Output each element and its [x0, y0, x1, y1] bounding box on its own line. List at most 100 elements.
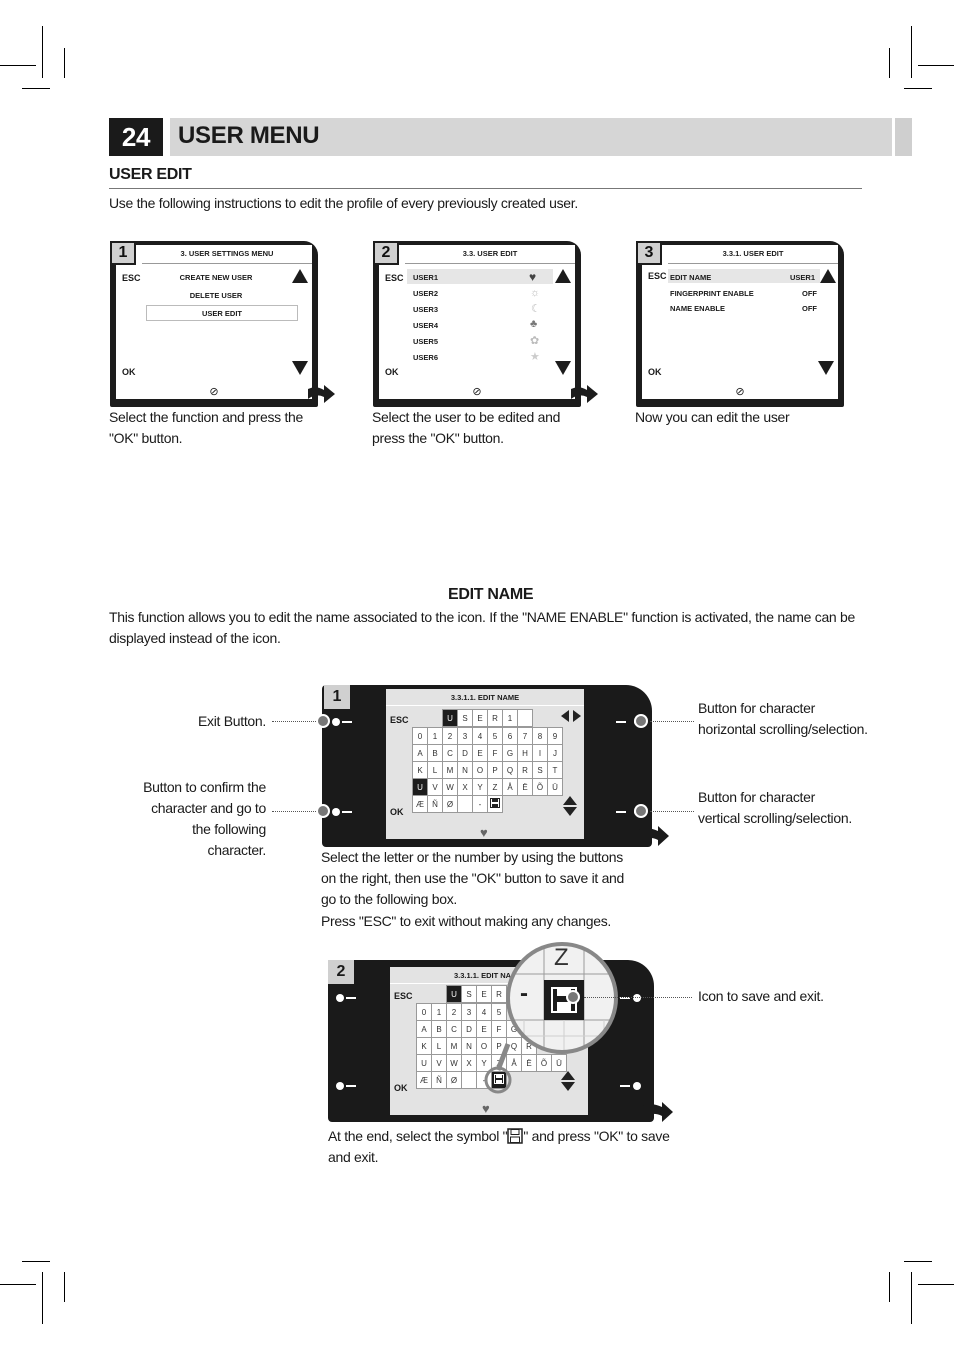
edit-name-heading: EDIT NAME	[448, 586, 534, 603]
logo-icon: ⊘	[712, 385, 768, 399]
key: Ñ	[427, 795, 443, 813]
step-badge: 2	[373, 241, 399, 265]
key: Ë	[521, 1054, 537, 1072]
key: 3	[457, 727, 473, 745]
menu-item-create-user: CREATE NEW USER	[179, 273, 253, 282]
name-field: U S E R 1	[442, 709, 533, 727]
key: 0	[412, 727, 428, 745]
key: J	[547, 744, 563, 762]
divider	[390, 983, 588, 984]
selection-highlight	[146, 305, 298, 321]
esc-label: ESC	[385, 273, 404, 283]
dash	[346, 1085, 356, 1087]
ok-label: OK	[648, 367, 662, 377]
screen-title: 3.3. USER EDIT	[462, 249, 518, 258]
key: T	[547, 761, 563, 779]
key: Æ	[412, 795, 428, 813]
setting-label: EDIT NAME	[670, 273, 712, 282]
crop-mark	[889, 1272, 890, 1302]
esc-label: ESC	[122, 273, 141, 283]
key: 9	[547, 727, 563, 745]
edit-name-intro: This function allows you to edit the nam…	[109, 609, 855, 646]
edit-name-caption-3: At the end, select the symbol "" and pre…	[328, 1126, 673, 1168]
divider	[668, 263, 838, 264]
selection-highlight	[407, 269, 553, 284]
key: H	[517, 744, 533, 762]
key: D	[461, 1020, 477, 1038]
key: L	[431, 1037, 447, 1055]
key: C	[446, 1020, 462, 1038]
esc-label: ESC	[390, 715, 409, 725]
screen-title: 3. USER SETTINGS MENU	[180, 249, 274, 258]
edit-name-caption-1: Select the letter or the number by using…	[321, 849, 625, 907]
callout-dot	[634, 714, 648, 728]
screen-panel: 3.3.1. USER EDIT ESC OK EDIT NAME USER1 …	[642, 245, 838, 399]
name-char	[517, 709, 533, 727]
esc-label: ESC	[394, 991, 413, 1001]
dash	[616, 721, 626, 723]
user-item: USER4	[413, 321, 439, 330]
key: Ø	[446, 1071, 462, 1089]
key: 4	[476, 1003, 492, 1021]
key: 5	[491, 1003, 507, 1021]
key: Y	[472, 778, 488, 796]
setting-value: OFF	[802, 289, 817, 298]
arrow-tab-icon	[571, 385, 598, 403]
crop-mark	[904, 1261, 932, 1262]
key: R	[517, 761, 533, 779]
star-icon: ★	[530, 351, 540, 363]
crop-mark	[0, 65, 36, 66]
up-down-arrows-icon	[561, 1071, 575, 1091]
save-icon-label: Icon to save and exit.	[698, 988, 824, 1004]
dash	[342, 721, 352, 723]
heart-icon: ♥	[480, 825, 488, 840]
screen-title: 3.3.1.1. EDIT NAME	[450, 693, 520, 702]
key: 0	[416, 1003, 432, 1021]
key-selected: U	[412, 778, 428, 796]
key: C	[442, 744, 458, 762]
button-dot	[633, 994, 641, 1002]
key: Q	[502, 761, 518, 779]
horizontal-button-label: Button for character horizontal scrollin…	[698, 700, 868, 737]
dash	[620, 1085, 630, 1087]
key: V	[431, 1054, 447, 1072]
setting-label: NAME ENABLE	[670, 304, 726, 313]
setting-value: OFF	[802, 304, 817, 313]
screen-title: 3.3.1. USER EDIT	[722, 249, 784, 258]
setting-value: USER1	[790, 273, 816, 282]
key: V	[427, 778, 443, 796]
dash	[616, 811, 626, 813]
zoom-char-z: Z	[554, 944, 569, 971]
key: B	[431, 1020, 447, 1038]
crop-mark	[64, 48, 65, 78]
arrow-tab-icon	[638, 826, 669, 846]
screen-title: 3.3.1.1. EDIT NA	[454, 971, 512, 980]
sun-icon: ☼	[530, 287, 541, 299]
key: A	[416, 1020, 432, 1038]
screen-panel: 3.3. USER EDIT ESC OK USER1 USER2 USER3 …	[379, 245, 575, 399]
save-icon	[507, 1128, 524, 1144]
key: 2	[442, 727, 458, 745]
page-number: 24	[109, 118, 163, 156]
button-dot	[336, 1082, 344, 1090]
key: F	[491, 1020, 507, 1038]
dash	[342, 811, 352, 813]
caption-text: At the end, select the symbol "	[328, 1128, 508, 1144]
callout-dot	[316, 714, 330, 728]
logo-icon: ⊘	[449, 385, 505, 399]
key: G	[502, 744, 518, 762]
key: D	[457, 744, 473, 762]
title-band: USER MENU	[170, 118, 912, 156]
name-char: E	[476, 985, 492, 1003]
crop-mark	[918, 65, 954, 66]
key: Ñ	[431, 1071, 447, 1089]
crop-mark	[918, 1284, 954, 1285]
ok-label: OK	[122, 367, 136, 377]
dash	[620, 997, 630, 999]
key: U	[416, 1054, 432, 1072]
crop-mark	[911, 1272, 912, 1324]
user-item: USER5	[413, 337, 439, 346]
